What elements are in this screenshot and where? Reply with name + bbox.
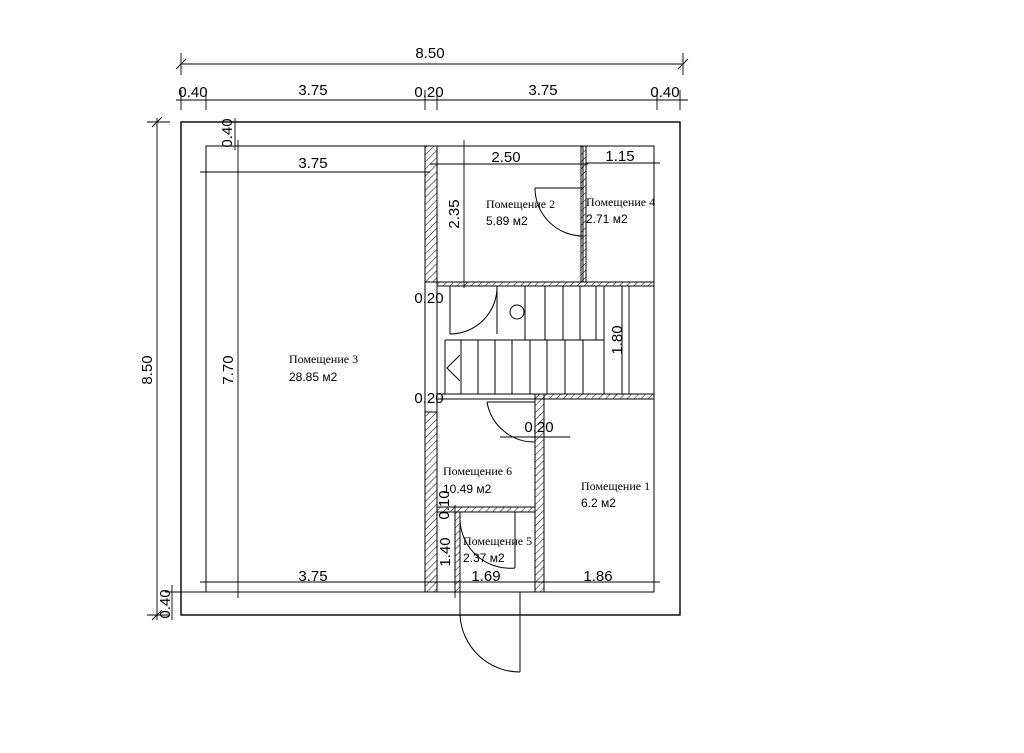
dim-top-seg-1: 0.40 — [178, 84, 207, 101]
room-1-area: 6.2 м2 — [581, 496, 616, 510]
dim-room3-width-top: 3.75 — [298, 155, 327, 172]
dim-partition-upper: 0.20 — [414, 290, 443, 307]
entrance-door — [459, 592, 521, 673]
dim-room5-height: 1.40 — [437, 537, 454, 566]
room-5-name: Помещение 5 — [463, 534, 532, 548]
dim-wall-bottom-left: 0.40 — [157, 589, 174, 618]
room-4-outline — [585, 145, 660, 283]
dim-overall-height: 8.50 — [139, 355, 156, 384]
dim-room1-width: 1.86 — [583, 568, 612, 585]
room-6-outline — [436, 398, 570, 508]
dimension-lines — [147, 53, 689, 621]
outer-wall — [180, 121, 681, 616]
room-6-name: Помещение 6 — [443, 464, 512, 478]
room-3-name: Помещение 3 — [289, 352, 358, 366]
dim-room3-height: 7.70 — [220, 355, 237, 384]
dim-room3-width-bottom: 3.75 — [298, 568, 327, 585]
central-partition — [424, 145, 438, 593]
dim-partition-lower: 0.20 — [414, 390, 443, 407]
room-5-outline — [430, 505, 540, 598]
dim-room5-width: 1.69 — [471, 568, 500, 585]
dim-overall-width: 8.50 — [415, 45, 444, 62]
room-1-name: Помещение 1 — [581, 479, 650, 493]
dimension-labels: 8.50 0.40 3.75 0.20 3.75 0.40 8.50 0.40 … — [139, 45, 680, 619]
dim-top-seg-2: 3.75 — [298, 82, 327, 99]
staircase — [436, 285, 655, 395]
room-4-area: 2.71 м2 — [586, 212, 628, 226]
room-3-outline — [200, 140, 430, 598]
dim-top-seg-3: 0.20 — [414, 84, 443, 101]
room-2-name: Помещение 2 — [486, 197, 555, 211]
dim-room4-width: 1.15 — [605, 148, 634, 165]
dim-top-seg-4: 3.75 — [528, 82, 557, 99]
dim-room2-height: 2.35 — [446, 199, 463, 228]
room-5-area: 2.37 м2 — [463, 551, 505, 565]
room-1-outline — [538, 398, 660, 593]
room-3-area: 28.85 м2 — [289, 370, 338, 384]
room-4-name: Помещение 4 — [586, 195, 655, 209]
dim-room2-width: 2.50 — [491, 149, 520, 166]
room-labels: Помещение 3 28.85 м2 Помещение 2 5.89 м2… — [289, 195, 655, 565]
dim-partition-right: 0.20 — [524, 419, 553, 436]
room-2-area: 5.89 м2 — [486, 214, 528, 228]
dim-small-wall: 0.10 — [436, 490, 453, 519]
dim-top-seg-5: 0.40 — [650, 84, 679, 101]
dim-wall-top-left: 0.40 — [219, 118, 236, 147]
room-6-area: 10.49 м2 — [443, 482, 492, 496]
dim-stair-height: 1.80 — [609, 325, 626, 354]
